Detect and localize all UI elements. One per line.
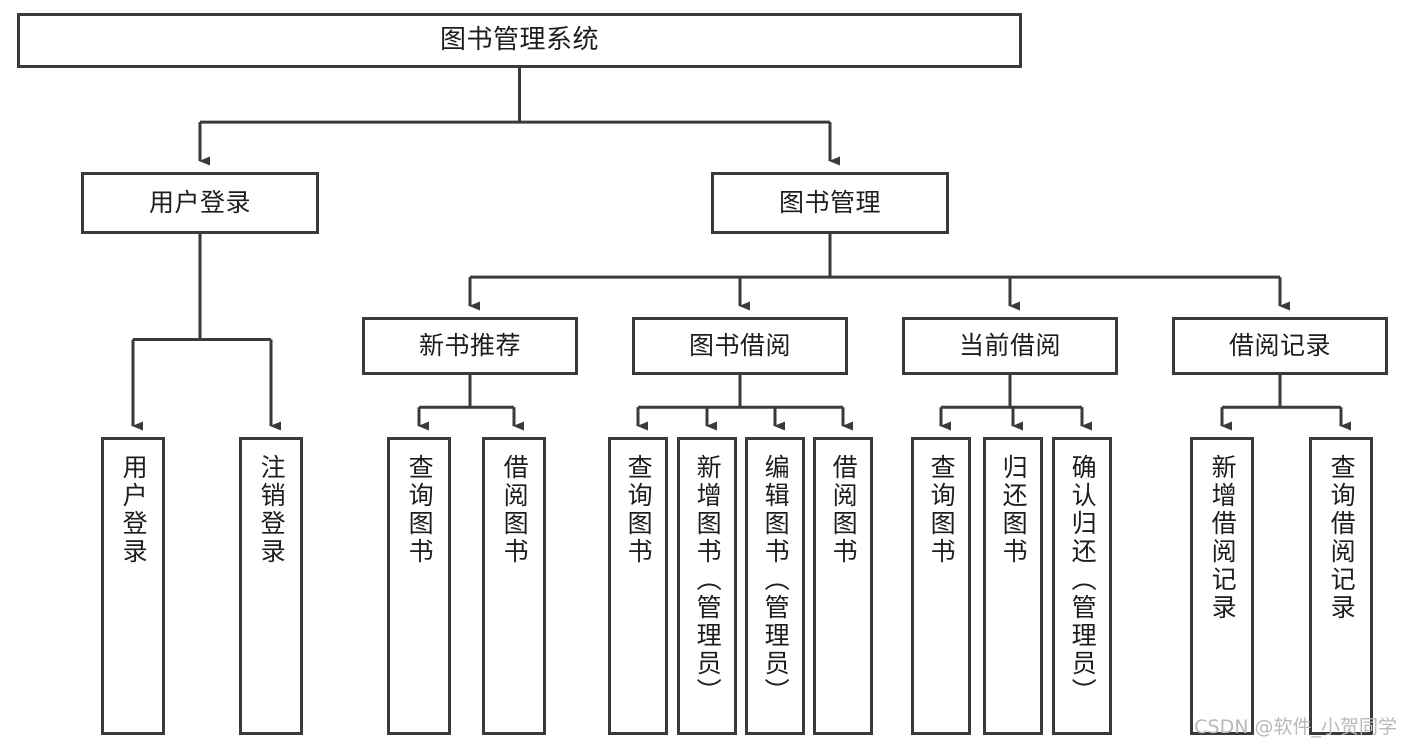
node-book-borrow[interactable]: 图书借阅 (632, 317, 848, 375)
node-label-leaf-borrow-book-1: 借阅图书 (500, 454, 530, 566)
node-label-leaf-return-book: 归还图书 (999, 454, 1029, 566)
node-leaf-logout[interactable]: 注销登录 (239, 437, 303, 735)
node-label-book-borrow: 图书借阅 (688, 331, 791, 361)
node-root[interactable]: 图书管理系统 (17, 13, 1022, 68)
node-leaf-query-book-2[interactable]: 查询图书 (608, 437, 668, 735)
node-leaf-edit-book[interactable]: 编辑图书（管理员） (745, 437, 805, 735)
node-leaf-query-book-1[interactable]: 查询图书 (387, 437, 451, 735)
node-label-current-borrow: 当前借阅 (958, 331, 1061, 361)
node-new-book-rec[interactable]: 新书推荐 (362, 317, 578, 375)
node-leaf-query-book-3[interactable]: 查询图书 (911, 437, 971, 735)
node-label-leaf-user-login: 用户登录 (119, 454, 149, 566)
node-leaf-add-book[interactable]: 新增图书（管理员） (677, 437, 737, 735)
node-user-login[interactable]: 用户登录 (81, 172, 319, 234)
node-label-leaf-query-record: 查询借阅记录 (1327, 454, 1357, 622)
node-leaf-borrow-book-2[interactable]: 借阅图书 (813, 437, 873, 735)
node-label-book-manage: 图书管理 (778, 188, 881, 218)
node-leaf-query-record[interactable]: 查询借阅记录 (1309, 437, 1373, 735)
node-label-leaf-add-book: 新增图书（管理员） (693, 454, 723, 706)
node-label-new-book-rec: 新书推荐 (418, 331, 521, 361)
node-leaf-add-record[interactable]: 新增借阅记录 (1190, 437, 1254, 735)
node-borrow-record[interactable]: 借阅记录 (1172, 317, 1388, 375)
node-label-leaf-confirm-return: 确认归还（管理员） (1068, 454, 1098, 706)
node-label-root: 图书管理系统 (439, 25, 599, 56)
node-leaf-return-book[interactable]: 归还图书 (983, 437, 1043, 735)
node-leaf-user-login[interactable]: 用户登录 (101, 437, 165, 735)
node-label-leaf-edit-book: 编辑图书（管理员） (761, 454, 791, 706)
node-book-manage[interactable]: 图书管理 (711, 172, 949, 234)
csdn-watermark: CSDN @软件_小贺同学 (1194, 716, 1397, 738)
node-label-leaf-query-book-2: 查询图书 (624, 454, 654, 566)
node-leaf-confirm-return[interactable]: 确认归还（管理员） (1052, 437, 1112, 735)
node-label-borrow-record: 借阅记录 (1228, 331, 1331, 361)
node-leaf-borrow-book-1[interactable]: 借阅图书 (482, 437, 546, 735)
node-label-leaf-query-book-1: 查询图书 (405, 454, 435, 566)
node-label-leaf-query-book-3: 查询图书 (927, 454, 957, 566)
node-label-leaf-logout: 注销登录 (257, 454, 287, 566)
node-label-leaf-add-record: 新增借阅记录 (1208, 454, 1238, 622)
node-label-leaf-borrow-book-2: 借阅图书 (829, 454, 859, 566)
node-current-borrow[interactable]: 当前借阅 (902, 317, 1118, 375)
node-label-user-login: 用户登录 (148, 188, 251, 218)
